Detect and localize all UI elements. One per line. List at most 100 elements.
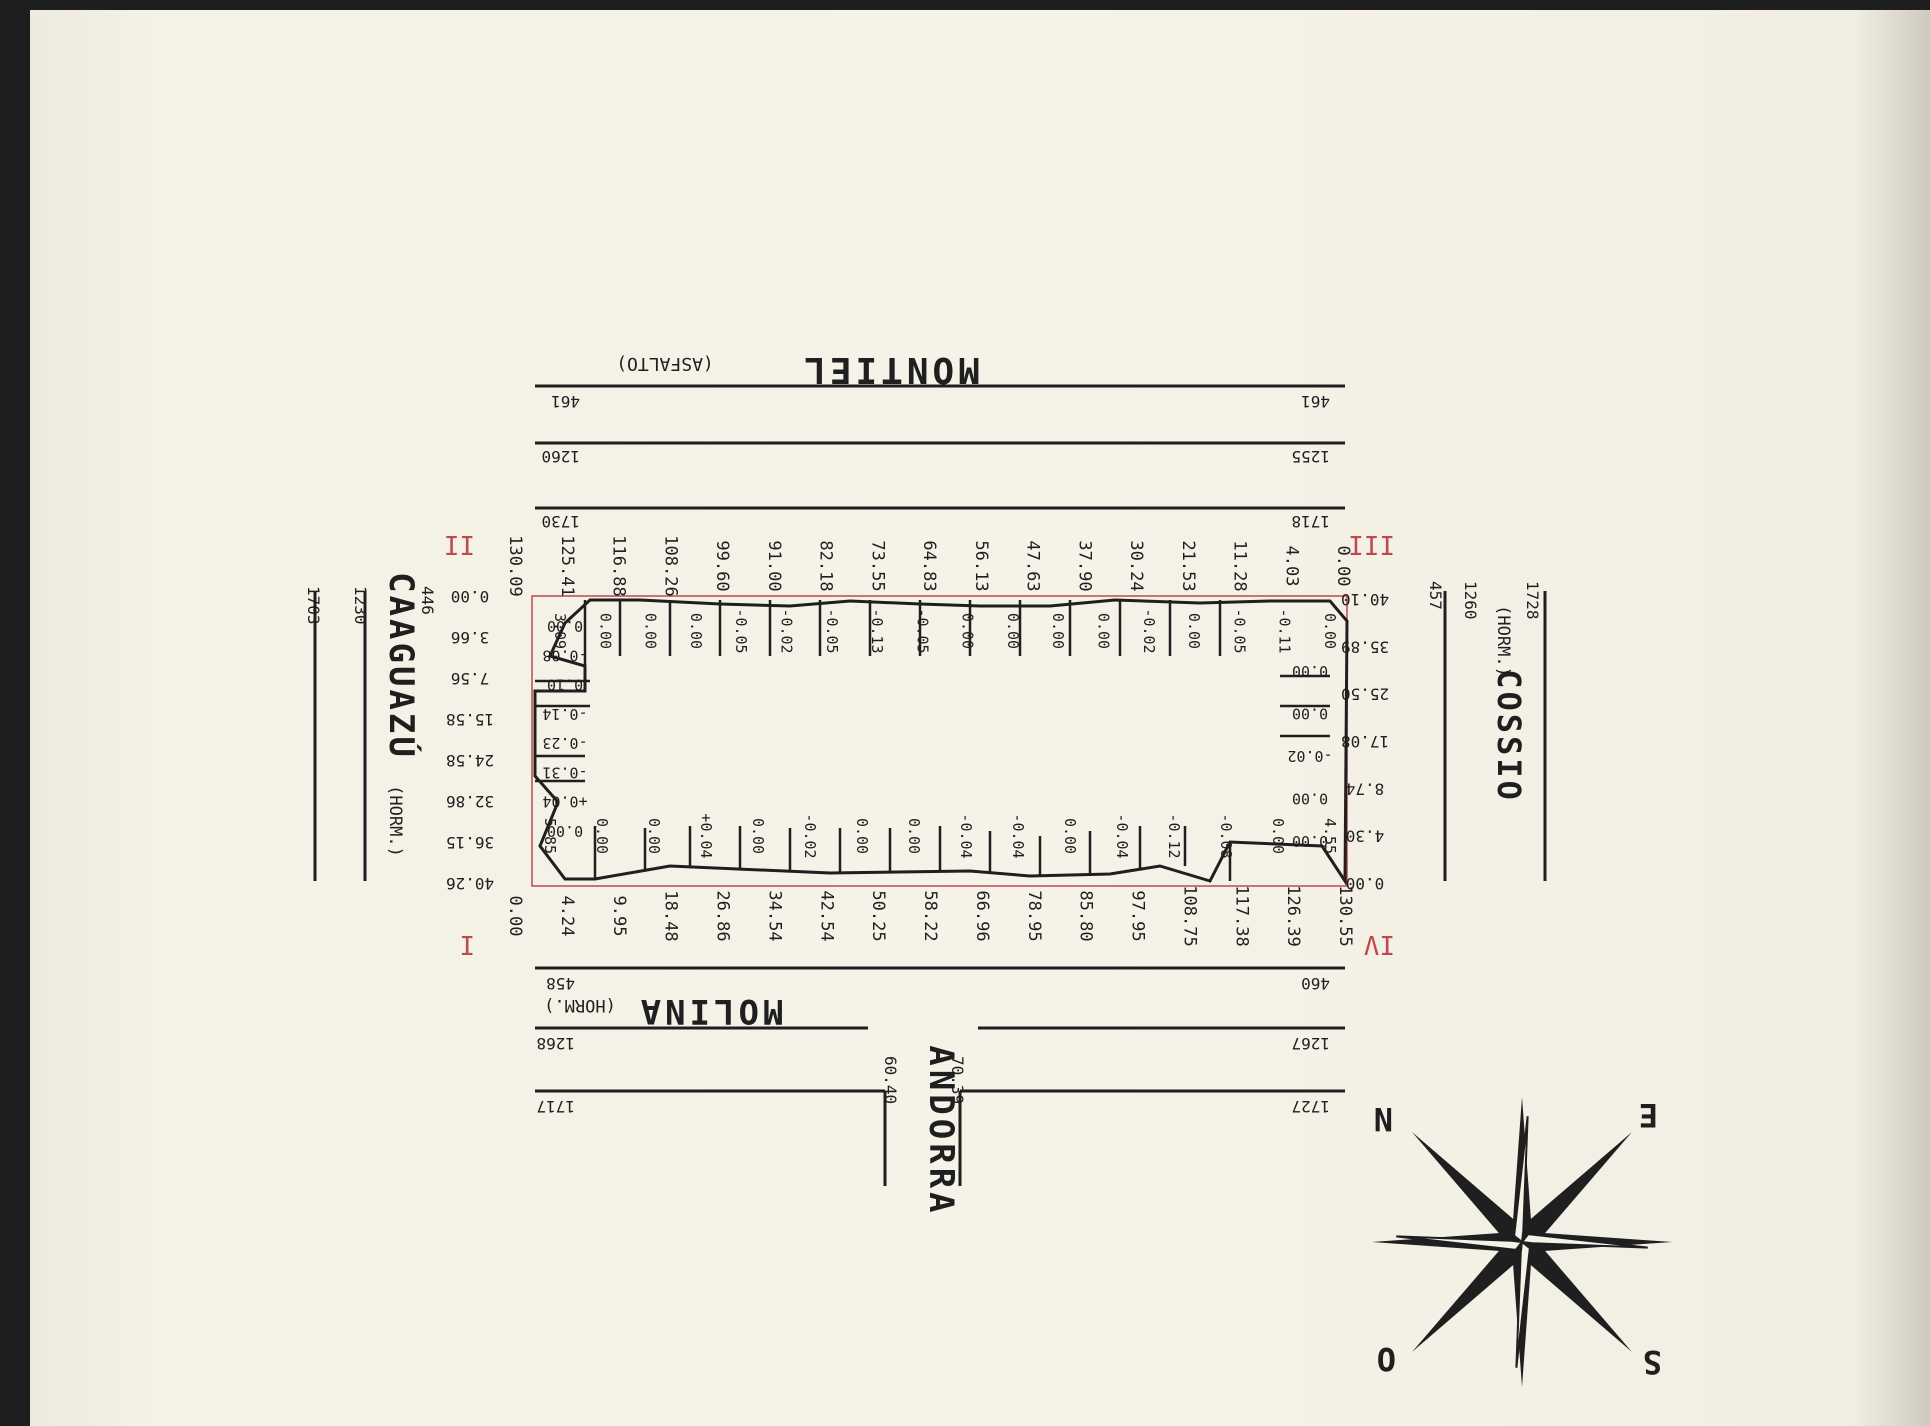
right-progressive-6: 0.00 [1346,874,1385,893]
left-progressive-0: 0.00 [451,587,490,606]
bottom-progressive-12: 97.95 [1128,890,1148,941]
bottom-progressive-8: 58.22 [920,890,940,941]
left-offset-6: +0.04 [542,793,587,811]
right-progressive-0: 40.10 [1341,590,1389,609]
compass-s: S [1643,1343,1662,1381]
corner-IV: IV [1364,929,1395,959]
street-lines [313,384,1547,1186]
top-offset-1: 0.00 [596,613,614,649]
top-progressive-2: 116.88 [609,535,629,596]
top-offset-labels: 3.09 0.00 0.00 0.00 -0.05 -0.02 -0.05 -0.13 -0.0… [551,608,1339,653]
top-progressive-10: 47.63 [1023,540,1043,591]
left-offset-5: -0.31 [542,763,587,781]
offset-ticks [535,600,1330,881]
top-progressive-4: 99.60 [712,540,732,591]
left-progressive-5: 32.86 [446,792,494,811]
top-offset-5: -0.02 [777,608,795,653]
street-caaguazu-name: CAAGUAZÚ [381,572,422,760]
bottom-offset-0: 5.85 [541,818,559,854]
compass-point-se [1522,1242,1632,1352]
right-progressive-2: 25.50 [1341,685,1389,704]
compass-rose: N E S O [1372,1096,1672,1387]
right-progressive-3: 17.08 [1341,732,1389,751]
bottom-offset-9: -0.04 [1009,813,1027,858]
left-offset-3: -0.14 [542,705,587,723]
right-offset-labels: 0.00 0.00 -0.02 0.00 0.00 [1287,662,1332,850]
right-offset-3: 0.00 [1292,790,1328,808]
compass-point-sw [1412,1242,1522,1352]
left-offset-2: 0.10 [547,676,583,694]
left-progressive-2: 7.56 [451,669,490,688]
top-progressive-14: 11.28 [1230,540,1250,591]
right-offset-0: 0.00 [1292,662,1328,680]
bottom-progressive-2: 9.95 [609,896,629,937]
top-offset-8: -0.05 [913,608,931,653]
bottom-progressive-4: 26.86 [713,890,733,941]
right-progressive-4: 8.74 [1346,779,1385,798]
molina-line1-left: 1267 [1291,1034,1330,1053]
top-progressive-8: 64.83 [919,540,939,591]
caaguazu-num-c: 1703 [304,586,323,625]
bottom-offset-1: 0.00 [593,818,611,854]
montiel-line1-right: 1260 [541,447,580,466]
top-offset-16: -0.11 [1276,608,1294,653]
bottom-offset-2: 0.00 [645,818,663,854]
bottom-offset-10: 0.00 [1061,818,1079,854]
right-progressive-5: 4.30 [1346,827,1385,846]
montiel-line2-left: 1718 [1291,512,1330,531]
top-progressive-11: 37.90 [1074,540,1094,591]
left-progressive-6: 36.15 [446,833,494,852]
top-offset-4: -0.05 [732,608,750,653]
top-progressive-0: 130.09 [505,535,525,596]
compass-e: E [1639,1096,1658,1134]
right-offset-4: 0.00 [1292,832,1328,850]
top-offset-13: -0.02 [1140,608,1158,653]
top-progressive-6: 82.18 [816,540,836,591]
bottom-offset-13: -0.08 [1217,813,1235,858]
left-offset-4: -0.23 [542,734,587,752]
top-offset-17: 0.00 [1321,613,1339,649]
street-andorra-name: ANDORRA [921,1045,961,1216]
bottom-progressive-7: 50.25 [868,890,888,941]
bottom-offset-8: -0.04 [957,813,975,858]
top-progressive-13: 21.53 [1178,540,1198,591]
left-progressive-labels: 0.00 3.66 7.56 15.58 24.58 32.86 36.15 40.26 [446,587,494,893]
top-offset-2: 0.00 [642,613,660,649]
street-molina-name: MOLINA [637,991,784,1031]
right-progressive-labels: 40.10 35.89 25.50 17.08 8.74 4.30 0.00 [1341,590,1389,893]
right-offset-2: -0.02 [1287,747,1332,765]
street-caaguazu-note: (HORM.) [385,785,405,857]
bottom-progressive-3: 18.48 [661,890,681,941]
bottom-progressive-1: 4.24 [557,896,577,937]
left-progressive-4: 24.58 [446,751,494,770]
cossio-num-b: 1260 [1461,581,1480,620]
top-progressive-12: 30.24 [1126,540,1146,591]
street-cossio-note: (HORM.) [1493,605,1513,677]
left-progressive-7: 40.26 [446,874,494,893]
top-offset-7: -0.13 [868,608,886,653]
caaguazu-num-b: 1230 [351,586,370,625]
corner-II: II [444,529,475,559]
top-progressive-15: 4.03 [1281,546,1301,587]
bottom-offset-7: 0.00 [905,818,923,854]
bottom-progressive-9: 66.96 [972,890,992,941]
bottom-offset-11: -0.04 [1113,813,1131,858]
bottom-progressive-13: 108.75 [1179,885,1199,946]
top-offset-0: 3.09 [551,613,569,649]
top-progressive-1: 125.41 [557,535,577,596]
left-progressive-3: 15.58 [446,710,494,729]
top-offset-6: -0.05 [823,608,841,653]
right-progressive-1: 35.89 [1341,637,1389,656]
corner-I: I [459,929,475,959]
street-montiel-note: (ASFALTO) [616,353,714,374]
top-offset-3: 0.00 [687,613,705,649]
bottom-progressive-0: 0.00 [505,896,525,937]
top-offset-15: -0.05 [1230,608,1248,653]
left-progressive-1: 3.66 [451,628,490,647]
right-offset-1: 0.00 [1292,705,1328,723]
top-progressive-16: 0.00 [1333,546,1353,587]
top-offset-14: 0.00 [1185,613,1203,649]
